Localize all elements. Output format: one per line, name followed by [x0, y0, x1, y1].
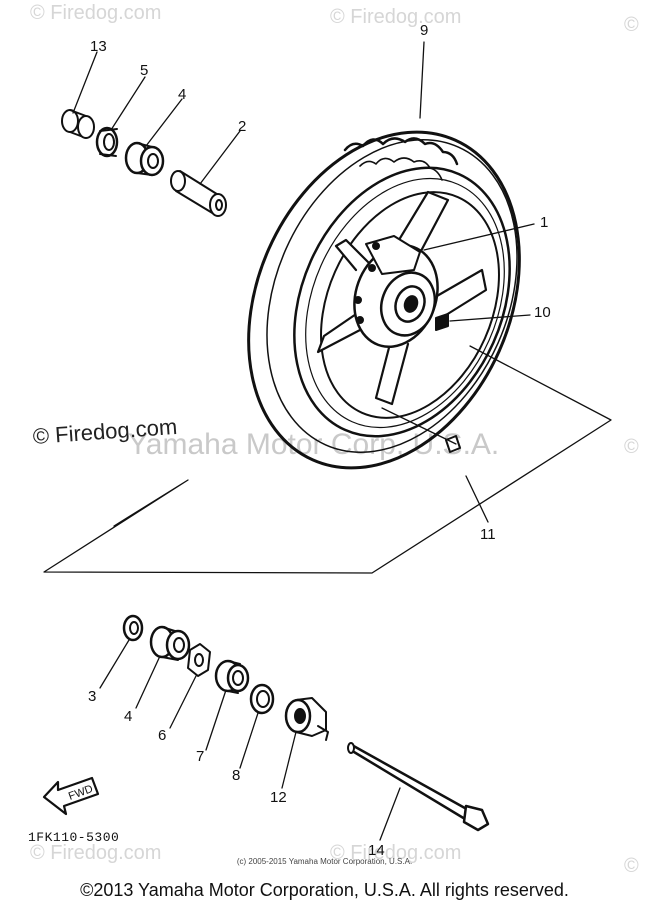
axle-part [347, 742, 490, 832]
gear-part [214, 659, 250, 694]
callout-8: 8 [232, 767, 241, 784]
callout-10: 10 [534, 304, 551, 321]
copyright-notice: ©2013 Yamaha Motor Corporation, U.S.A. A… [80, 880, 569, 900]
watermark: © [624, 855, 639, 877]
clutch-retainer-part [187, 643, 211, 677]
watermark: © Firedog.com [30, 842, 162, 864]
callout-5: 5 [140, 62, 149, 79]
callout-9: 9 [420, 22, 429, 39]
gear-unit-part [284, 697, 329, 741]
bearing-part [124, 141, 165, 177]
fwd-arrow-icon: FWD [42, 776, 100, 816]
lower-bearing-part [149, 625, 191, 661]
callout-3: 3 [88, 688, 97, 705]
watermark: © [624, 14, 639, 36]
watermark: © Firedog.com [330, 6, 462, 28]
callout-1: 1 [540, 214, 549, 231]
watermark: © Firedog.com [330, 842, 462, 864]
wheel-assembly [247, 130, 521, 470]
callout-6: 6 [158, 727, 167, 744]
part-number: 1FK110-5300 [28, 830, 120, 845]
oil-seal-part [95, 126, 119, 158]
source-note: (c) 2005-2015 Yamaha Motor Corporation, … [236, 857, 413, 866]
collar-part [61, 109, 95, 139]
spacer-part [170, 170, 227, 217]
assembly-guide [43, 345, 612, 574]
watermark: © [624, 436, 639, 458]
callout-2: 2 [238, 118, 247, 135]
callout-11: 11 [480, 526, 496, 543]
callout-14: 14 [368, 842, 385, 859]
watermark: © Firedog.com [30, 2, 162, 24]
callout-13: 13 [90, 38, 107, 55]
callout-4-lower: 4 [124, 708, 133, 725]
callout-7: 7 [196, 748, 205, 765]
seal-part [249, 683, 275, 715]
lower-oil-seal-part [122, 614, 144, 642]
callout-12: 12 [270, 789, 287, 806]
callout-4: 4 [178, 86, 187, 103]
